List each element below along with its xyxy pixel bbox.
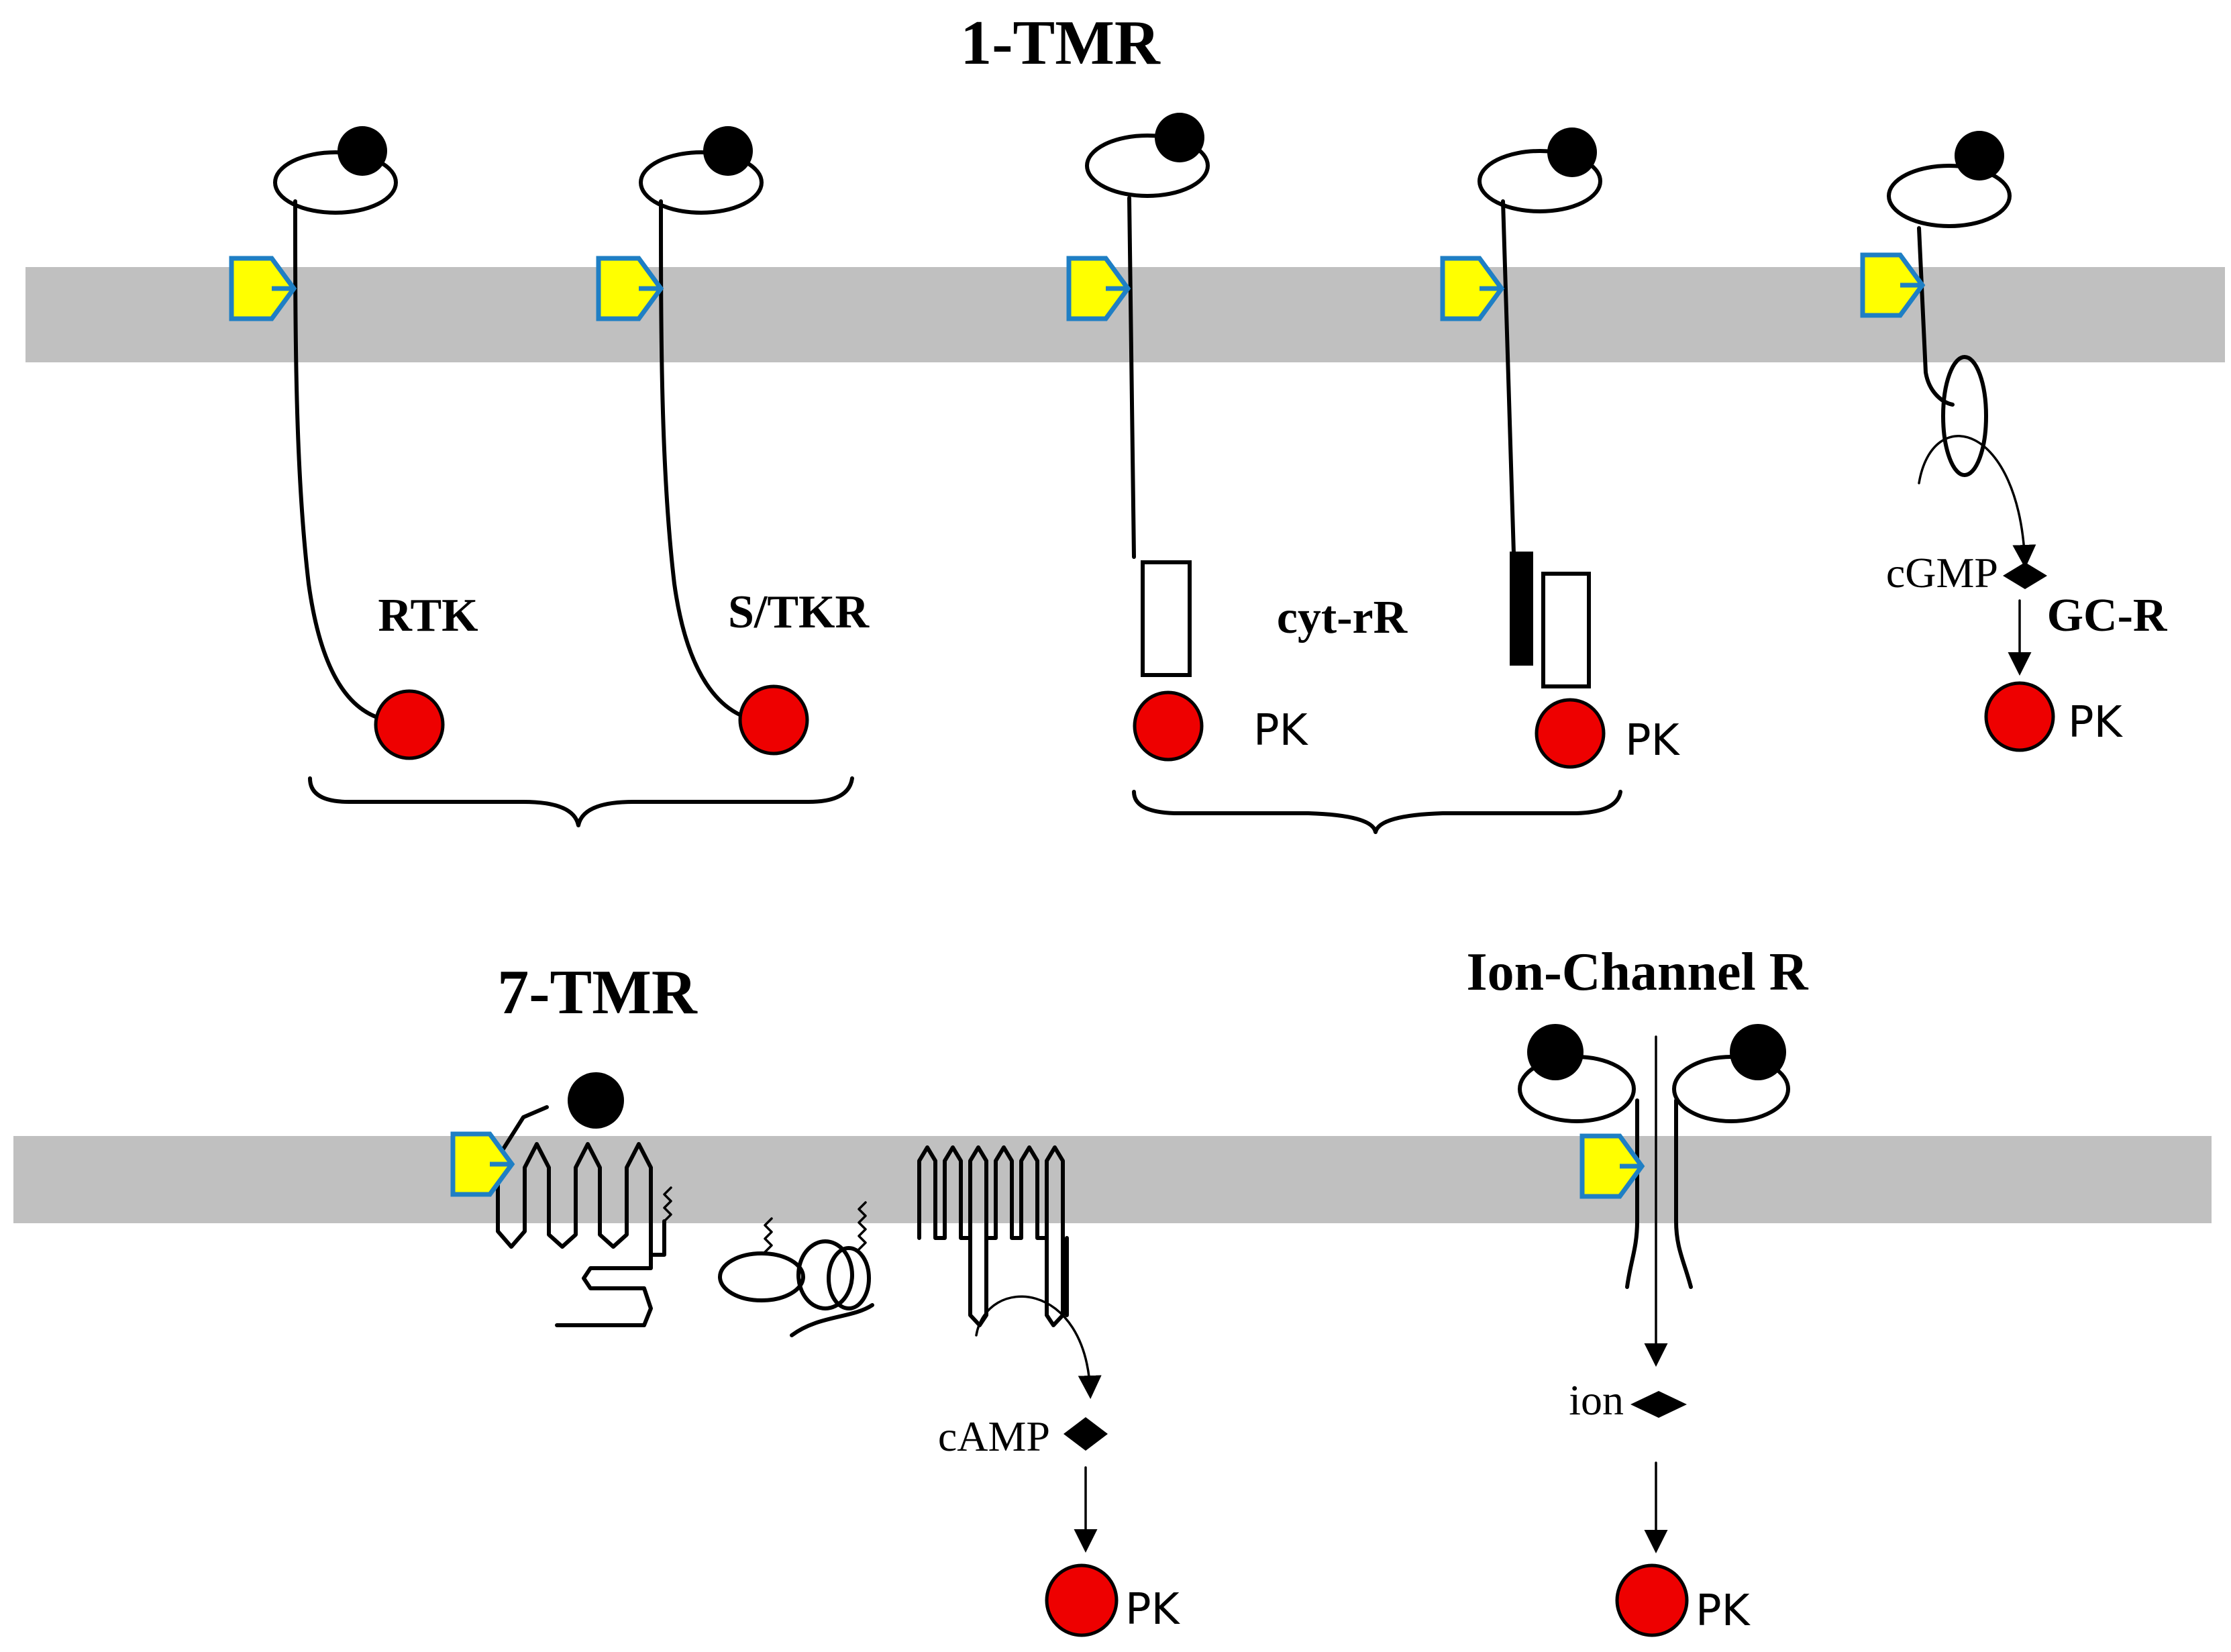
receptor-cytr-1: PK [1066, 113, 1309, 762]
lipid-anchor [764, 1217, 773, 1253]
reaction-arrow-curve [1918, 435, 2036, 568]
ligand-ball [1527, 1024, 1584, 1080]
label-pk: PK [1253, 706, 1309, 756]
ligand-binding-ring [1887, 164, 2012, 228]
lipid-anchor [663, 1186, 672, 1223]
label-cytr: cyt-rR [1277, 592, 1408, 643]
protein-kinase-circle [1615, 1563, 1689, 1637]
title-ion-channel-r: Ion-Channel R [1466, 943, 1808, 1002]
kinase-bar [1510, 552, 1533, 666]
marker-flag-icon [229, 256, 297, 321]
label-camp: cAMP [938, 1412, 1050, 1460]
receptor-rtk: RTK [229, 126, 478, 760]
adenylyl-cyclase [917, 1145, 1065, 1327]
marker-flag-icon [1860, 252, 1926, 318]
marker-flag-icon [1579, 1133, 1645, 1199]
membrane-bottom [13, 1136, 2212, 1223]
receptor-cytr-2: PK [1440, 127, 1681, 769]
marker-flag-icon [1066, 256, 1131, 321]
kinase-docking-box [1141, 560, 1192, 677]
reaction-arrow-curve [975, 1295, 1102, 1399]
receptor-ion-channel: ion PK [1518, 1024, 1790, 1637]
title-7-tmr: 7-TMR [497, 958, 698, 1027]
marker-flag-icon [596, 256, 664, 321]
g-protein [718, 1201, 874, 1337]
lipid-anchor [858, 1201, 867, 1251]
protein-kinase-circle [1045, 1563, 1119, 1637]
g-gamma-subunit [827, 1246, 871, 1310]
n-terminus [496, 1105, 549, 1159]
label-pk: PK [1625, 716, 1681, 766]
transmembrane-chain [659, 199, 767, 723]
label-pk: PK [1125, 1585, 1181, 1635]
kinase-docking-box [1541, 572, 1591, 688]
marker-flag-icon [450, 1131, 515, 1197]
c-terminus [555, 1253, 653, 1327]
protein-kinase-circle [1133, 690, 1204, 762]
title-1-tmr: 1-TMR [960, 8, 1161, 78]
seven-tm-helices [496, 1142, 666, 1257]
label-cgmp: cGMP [1886, 549, 1998, 597]
cyclase-domain [968, 1236, 988, 1327]
label-rtk: RTK [378, 590, 478, 641]
g-protein-tail [790, 1303, 874, 1337]
protein-kinase-circle [1535, 698, 1606, 769]
transmembrane-chain [1501, 199, 1516, 556]
ligand-ball [338, 126, 387, 176]
brace-left [308, 776, 854, 827]
receptor-7tmr: cAMP PK [450, 1072, 1181, 1637]
ion-diamond [1630, 1391, 1687, 1418]
ligand-ball [1730, 1024, 1786, 1080]
label-stkr: S/TKR [728, 586, 870, 638]
cgmp-diamond [2003, 562, 2047, 589]
ligand-ball [1155, 113, 1204, 162]
marker-flag-icon [1440, 256, 1505, 321]
channel-wall-left [1625, 1098, 1639, 1289]
protein-kinase-circle [1984, 681, 2055, 752]
ligand-ball [568, 1072, 624, 1129]
label-pk: PK [2068, 698, 2124, 747]
transmembrane-chain [1917, 226, 1955, 407]
transmembrane-chain [1127, 196, 1136, 559]
brace-right [1132, 790, 1622, 834]
ligand-ball [1955, 131, 2004, 180]
receptor-stkr: S/TKR [596, 126, 870, 756]
camp-diamond [1063, 1417, 1108, 1451]
ligand-ball [703, 126, 753, 176]
label-gcr: GC-R [2047, 590, 2168, 641]
label-ion: ion [1569, 1376, 1624, 1424]
protein-kinase-circle [374, 689, 445, 760]
guanylyl-cyclase-loop [1941, 355, 1988, 477]
protein-kinase-circle [738, 684, 809, 756]
g-alpha-subunit [718, 1251, 805, 1302]
label-pk: PK [1696, 1586, 1751, 1636]
transmembrane-chain [293, 199, 398, 723]
receptor-gcr: cGMP GC-R PK [1860, 131, 2168, 752]
g-beta-subunit [796, 1239, 854, 1310]
channel-wall-right [1674, 1098, 1693, 1289]
ligand-ball [1547, 127, 1597, 177]
